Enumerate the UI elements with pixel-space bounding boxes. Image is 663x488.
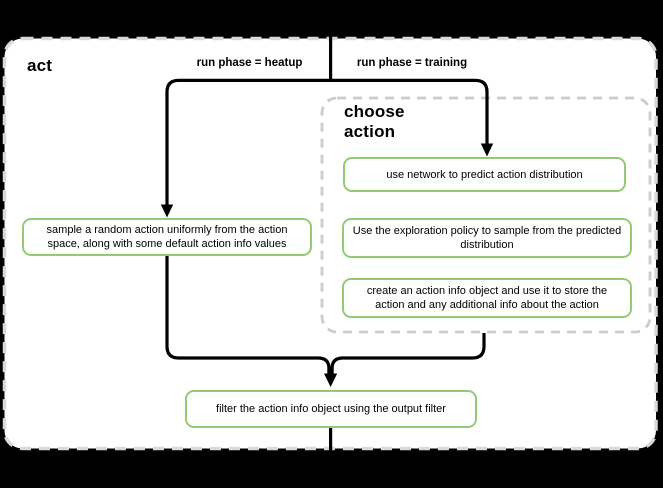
merge-right-connector <box>330 333 486 374</box>
step-exploration-policy: Use the exploration policy to sample fro… <box>342 218 632 258</box>
step-sample-random-action: sample a random action uniformly from th… <box>22 218 312 256</box>
step-filter-action-info: filter the action info object using the … <box>185 390 477 428</box>
step-use-network: use network to predict action distributi… <box>343 157 626 192</box>
step-create-action-info: create an action info object and use it … <box>342 278 632 318</box>
merge-left-connector <box>165 256 331 374</box>
arrow-down-training-icon <box>480 143 494 157</box>
branch-label-heatup: run phase = heatup <box>196 57 303 69</box>
choose-action-title: choose action <box>344 102 405 141</box>
branch-label-training: run phase = training <box>356 57 468 69</box>
act-title: act <box>27 56 53 75</box>
branch-split-connector <box>165 78 489 206</box>
arrow-down-merge-icon <box>324 373 338 387</box>
arrow-down-heatup-icon <box>160 204 174 218</box>
